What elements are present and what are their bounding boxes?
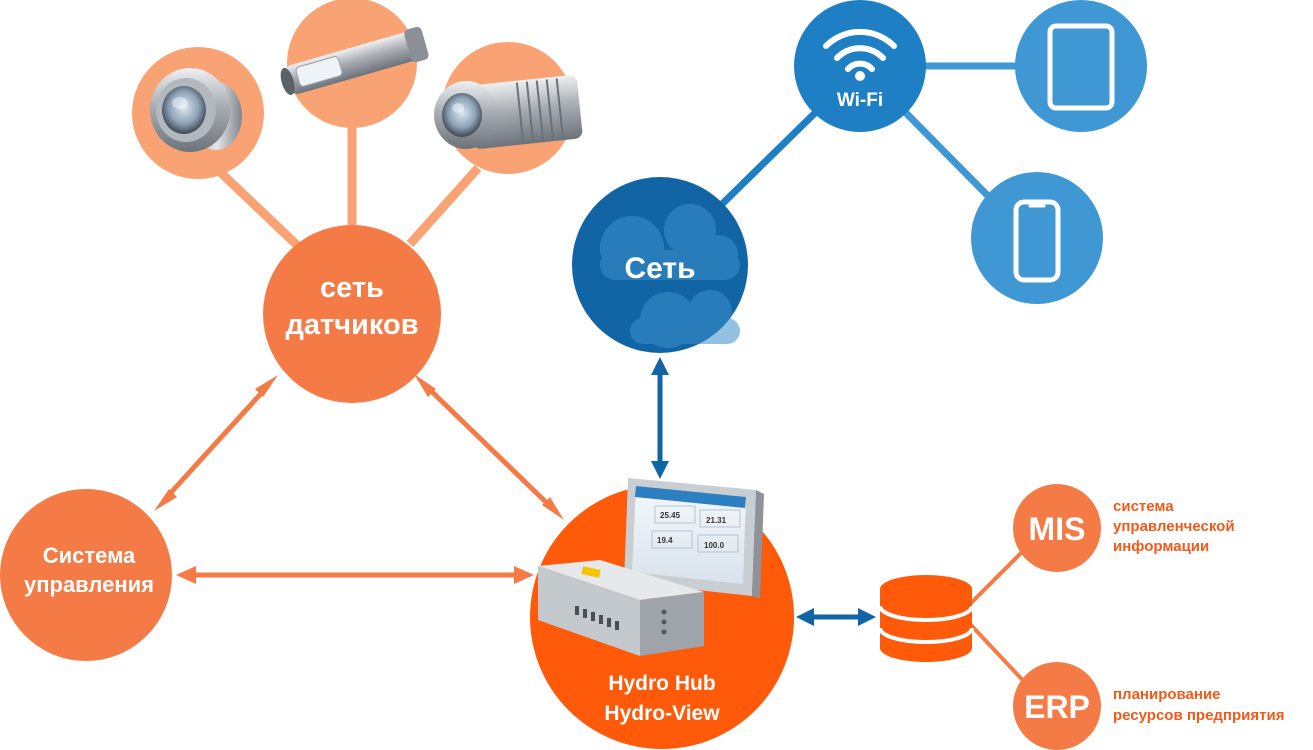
- sensor-network-label-line2: датчиков: [285, 309, 418, 341]
- mis-description-line2: управленческой: [1113, 518, 1235, 535]
- arrow-sensors-control: [154, 375, 278, 511]
- connector-sensor-1: [214, 166, 304, 252]
- mis-description-line3: информации: [1113, 538, 1209, 555]
- connector-db-erp: [968, 622, 1032, 690]
- hydro-hub-unit-icon: [538, 560, 704, 656]
- arrows: [154, 357, 876, 626]
- arrow-sensors-hub: [414, 374, 564, 520]
- sensor-network-label-line1: сеть: [320, 272, 384, 304]
- display-reading-1: 25.45: [660, 511, 681, 520]
- display-reading-2: 21.31: [706, 516, 727, 525]
- sensor-node-1: [132, 47, 264, 179]
- wifi-label: Wi-Fi: [837, 90, 883, 111]
- erp-description-line1: планирование: [1113, 686, 1221, 703]
- connector-db-mis: [968, 546, 1028, 606]
- hydro-hub-node: 25.45 21.31 19.4 100.0: [530, 478, 794, 749]
- erp-node: ERP планирование ресурсов предприятия: [1013, 662, 1284, 750]
- display-reading-3: 19.4: [657, 536, 673, 545]
- sensor-node-2: [280, 0, 429, 128]
- connector-sensor-3: [406, 164, 482, 248]
- erp-description-line2: ресурсов предприятия: [1113, 707, 1284, 724]
- erp-label: ERP: [1024, 689, 1090, 725]
- mis-node: MIS система управленческой информации: [1013, 484, 1235, 572]
- hydro-view-display-icon: 25.45 21.31 19.4 100.0: [624, 478, 764, 598]
- network-label: Сеть: [624, 252, 695, 285]
- mis-label: MIS: [1029, 511, 1086, 547]
- hydro-hub-label-line1: Hydro Hub: [608, 672, 715, 695]
- connector-wifi-network: [713, 107, 821, 213]
- control-system-label-line1: Система: [43, 543, 136, 568]
- cloud-icon: [600, 204, 740, 348]
- smartphone-icon: [1013, 199, 1061, 283]
- phone-node: [971, 172, 1103, 304]
- wifi-icon: [823, 28, 897, 72]
- cylindrical-sensor-icon: [434, 75, 583, 149]
- probe-sensor-icon: [280, 26, 429, 96]
- sensor-node-3: [434, 42, 583, 174]
- connectors: [214, 62, 1032, 690]
- flush-mount-sensor-icon: [150, 68, 242, 152]
- display-reading-4: 100.0: [704, 541, 725, 550]
- connector-wifi-phone: [902, 109, 997, 205]
- sensor-network-node: сеть датчиков: [263, 225, 441, 403]
- arrow-network-hub: [651, 357, 669, 479]
- wifi-node: Wi-Fi: [794, 0, 926, 132]
- control-system-label-line2: управления: [24, 572, 154, 597]
- database-icon: [878, 575, 974, 662]
- arrow-hub-database: [796, 608, 876, 626]
- control-system-node: Система управления: [0, 489, 172, 661]
- tablet-node: [1015, 0, 1147, 132]
- arrow-control-hub: [176, 566, 534, 584]
- hydro-hub-label-line2: Hydro-View: [604, 702, 720, 725]
- tablet-icon: [1047, 23, 1115, 111]
- mis-description-line1: система: [1113, 498, 1174, 515]
- network-node: Сеть: [572, 177, 748, 353]
